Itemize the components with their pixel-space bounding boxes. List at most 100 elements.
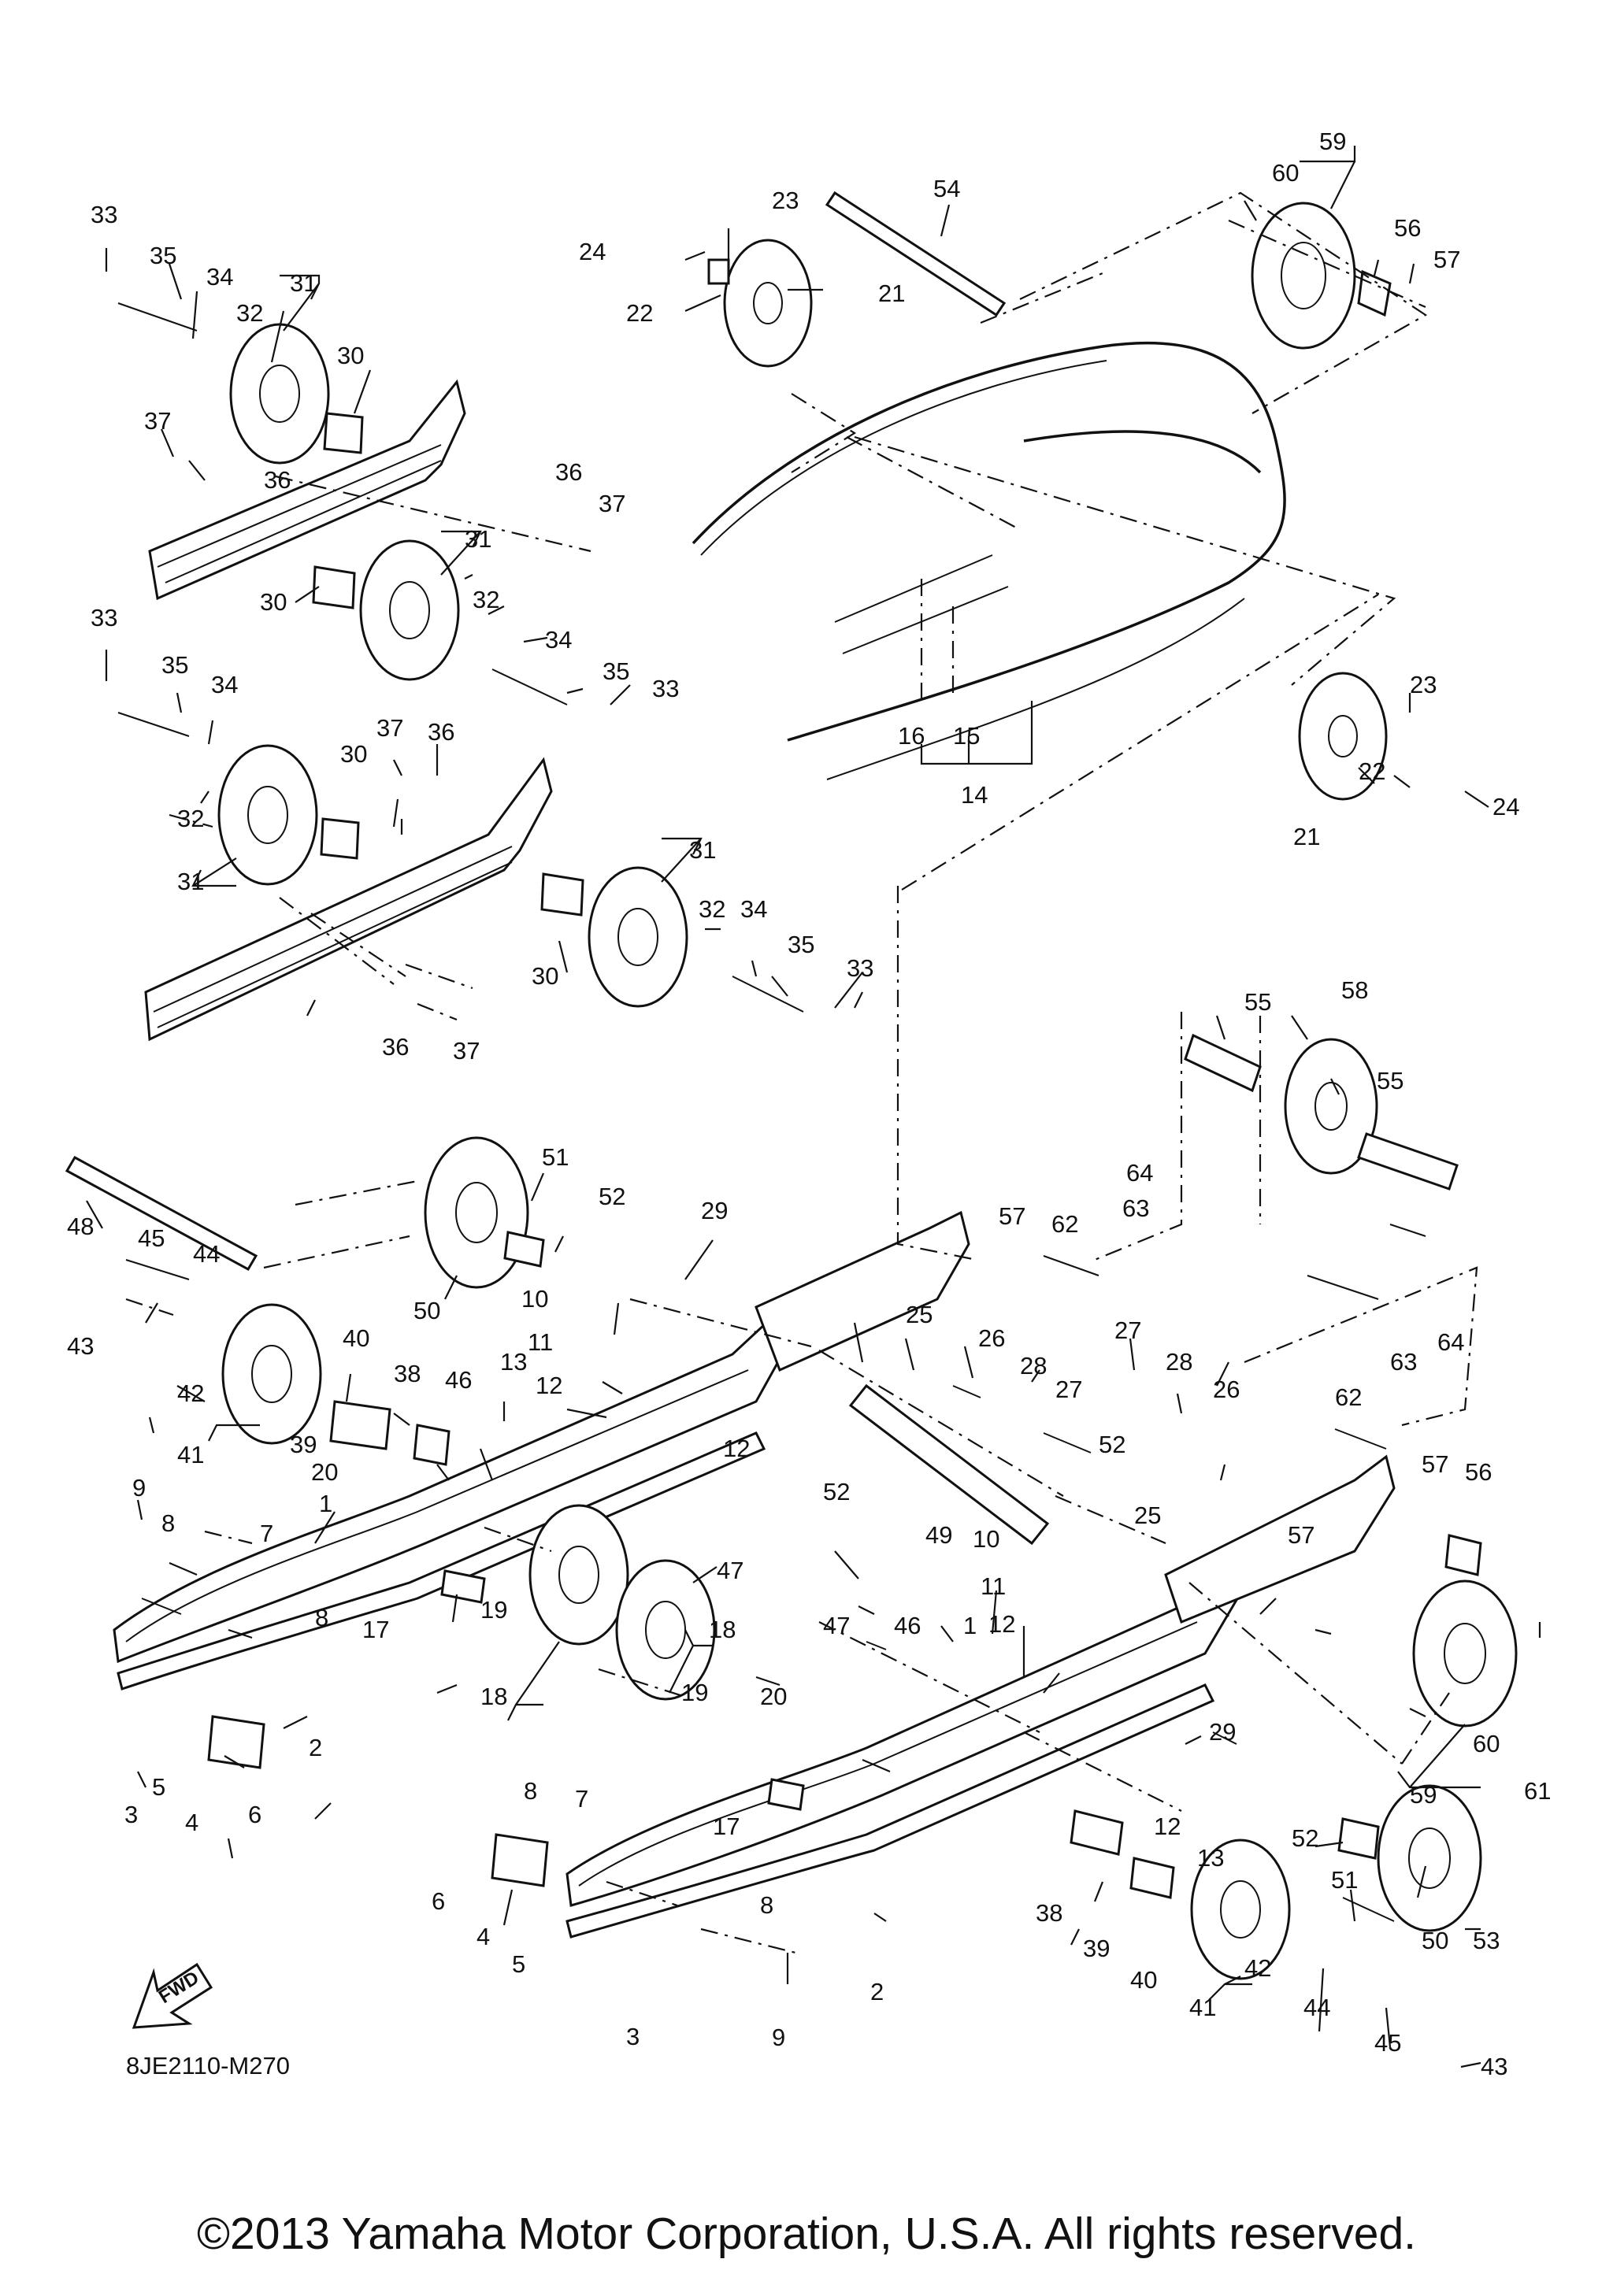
- callout-41: 41: [177, 1441, 204, 1468]
- callout-28: 28: [1166, 1348, 1192, 1376]
- callout-44: 44: [193, 1240, 220, 1268]
- callout-34: 34: [211, 671, 238, 698]
- callout-49: 49: [925, 1521, 952, 1549]
- callout-31: 31: [290, 269, 317, 297]
- wheel-59-top: [1251, 202, 1356, 350]
- callout-27: 27: [1055, 1376, 1082, 1403]
- wheel-31-c: [217, 744, 318, 886]
- callout-12: 12: [988, 1610, 1015, 1638]
- wheel-58: [1284, 1038, 1378, 1175]
- callout-22: 22: [1359, 757, 1385, 785]
- fwd-arrow-icon: FWD: [132, 1962, 213, 2029]
- callout-33: 33: [91, 201, 117, 228]
- callout-9: 9: [772, 2024, 785, 2051]
- callout-56: 56: [1465, 1458, 1492, 1486]
- callout-26: 26: [978, 1324, 1005, 1352]
- callout-43: 43: [67, 1332, 94, 1360]
- wheel-50-left: [424, 1136, 529, 1289]
- callout-25: 25: [1134, 1502, 1161, 1529]
- callout-3: 3: [626, 2023, 640, 2050]
- callout-33: 33: [91, 604, 117, 631]
- callout-63: 63: [1122, 1194, 1149, 1222]
- callout-35: 35: [788, 931, 814, 958]
- copyright-notice: ©2013 Yamaha Motor Corporation, U.S.A. A…: [197, 2209, 1416, 2259]
- callout-46: 46: [445, 1366, 472, 1394]
- wheel-31-d: [588, 866, 688, 1008]
- callout-22: 22: [626, 299, 653, 327]
- callout-18: 18: [480, 1683, 507, 1710]
- callout-15: 15: [953, 722, 980, 750]
- callout-60: 60: [1272, 159, 1299, 187]
- callout-7: 7: [575, 1785, 588, 1813]
- callout-10: 10: [973, 1525, 999, 1553]
- callout-19: 19: [681, 1679, 708, 1706]
- callout-21: 21: [1293, 823, 1320, 850]
- wheel-31-a: [229, 323, 330, 465]
- callout-61: 61: [1524, 1777, 1551, 1805]
- callout-17: 17: [362, 1616, 389, 1643]
- callout-30: 30: [532, 962, 558, 990]
- wheel-18-a: [528, 1504, 629, 1646]
- wheel-50-right: [1377, 1784, 1482, 1932]
- callout-62: 62: [1051, 1210, 1078, 1238]
- callout-55: 55: [1377, 1067, 1403, 1094]
- callout-52: 52: [1099, 1431, 1125, 1458]
- callout-32: 32: [236, 299, 263, 327]
- wheel-21-top: [723, 239, 813, 368]
- callout-58: 58: [1341, 976, 1368, 1004]
- callout-34: 34: [740, 895, 767, 923]
- wheel-41-left: [221, 1303, 322, 1445]
- callout-29: 29: [701, 1197, 728, 1224]
- callout-40: 40: [1130, 1966, 1157, 1994]
- callout-64: 64: [1437, 1328, 1464, 1356]
- callout-26: 26: [1213, 1376, 1240, 1403]
- callout-31: 31: [465, 525, 491, 553]
- callout-36: 36: [382, 1033, 409, 1061]
- wheel-31-b: [359, 539, 460, 681]
- callout-52: 52: [599, 1183, 625, 1210]
- callout-59: 59: [1319, 128, 1346, 155]
- callout-18: 18: [709, 1616, 736, 1643]
- rear-arm-bracket: [755, 1210, 1396, 1624]
- callout-2: 2: [870, 1978, 884, 2005]
- callout-52: 52: [823, 1478, 850, 1505]
- callout-60: 60: [1473, 1730, 1500, 1757]
- callout-13: 13: [1197, 1844, 1224, 1872]
- callout-7: 7: [260, 1520, 273, 1547]
- callout-35: 35: [150, 242, 176, 269]
- callout-47: 47: [717, 1557, 743, 1584]
- callout-24: 24: [1492, 793, 1519, 820]
- callout-6: 6: [432, 1887, 445, 1915]
- callout-11: 11: [981, 1572, 1006, 1600]
- callout-45: 45: [1374, 2029, 1401, 2057]
- wheel-59-right: [1412, 1579, 1518, 1728]
- track-belt: [692, 341, 1286, 780]
- callout-9: 9: [132, 1474, 146, 1502]
- callout-44: 44: [1303, 1994, 1330, 2021]
- callout-34: 34: [545, 626, 572, 654]
- callout-8: 8: [524, 1777, 537, 1805]
- callout-5: 5: [152, 1773, 165, 1801]
- callout-16: 16: [898, 722, 925, 750]
- callout-12: 12: [536, 1372, 562, 1399]
- callout-39: 39: [1083, 1935, 1110, 1962]
- callout-38: 38: [1036, 1899, 1062, 1927]
- bolts: [117, 302, 1426, 1922]
- callout-8: 8: [760, 1891, 773, 1919]
- callout-31: 31: [177, 868, 204, 895]
- callout-38: 38: [394, 1360, 421, 1387]
- callout-31: 31: [689, 836, 716, 864]
- callout-46: 46: [894, 1612, 921, 1639]
- callout-50: 50: [413, 1297, 440, 1324]
- upper-rail-bracket: [148, 379, 466, 601]
- callout-5: 5: [512, 1950, 525, 1978]
- callout-62: 62: [1335, 1383, 1362, 1411]
- callout-50: 50: [1422, 1927, 1448, 1954]
- wheel-18-b: [615, 1559, 716, 1701]
- wheel-41-right: [1190, 1839, 1291, 1980]
- callout-48: 48: [67, 1213, 94, 1240]
- callout-35: 35: [161, 651, 188, 679]
- callout-32: 32: [177, 805, 204, 832]
- callout-23: 23: [1410, 671, 1437, 698]
- callout-32: 32: [699, 895, 725, 923]
